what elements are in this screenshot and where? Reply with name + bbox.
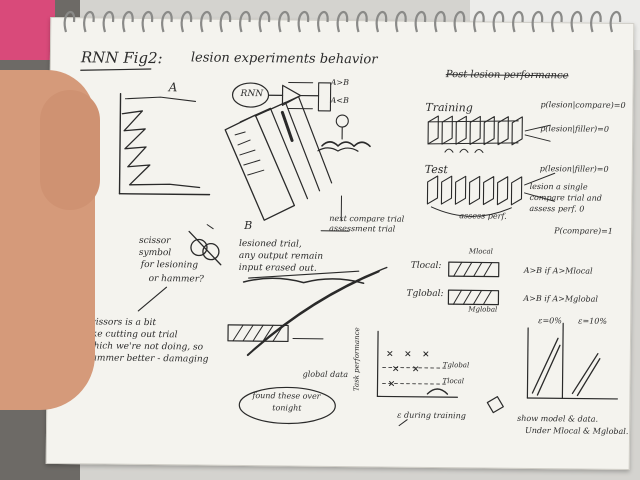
rule-local: A>B if A>Mlocal [523,265,593,276]
spiral-binding [63,10,622,33]
scissors-long-4: hammer better - damaging [85,353,209,365]
output-remain: any output remain [238,250,324,262]
binding-ring [395,10,407,33]
task-performance-axis: Task performance [352,327,362,392]
lesion-note-3: assess perf. 0 [529,203,585,214]
t-global-small: Tglobal [442,361,470,370]
lesion-note-1: lesion a single [529,181,588,192]
binding-ring [473,10,485,33]
binding-ring [356,10,368,33]
input-erased: input erased out. [238,262,317,274]
rnn-label: RNN [240,88,264,100]
m-global-label: Mglobal [468,305,498,314]
hammer-note: or hammer? [148,273,204,285]
global-data-note: global data [302,369,349,380]
lesioned-trial: lesioned trial, [238,238,302,250]
binding-ring [102,10,115,33]
binding-ring [512,10,524,33]
label-a: A [168,80,178,95]
scissors-long-1: scissors is a bit [86,317,157,329]
page-subtitle: lesion experiments behavior [190,50,378,68]
binding-ring [297,10,310,33]
sketch-drawings [80,68,618,427]
t-global-label: Tglobal: [406,288,444,300]
found-these-note: found these over [252,391,321,401]
epsilon-ten: ε=10% [578,316,608,326]
scissor-note-3: for lesioning [140,259,199,271]
binding-ring [317,10,329,33]
binding-ring [590,10,602,33]
a-gt-b-label: A>B [330,77,350,88]
binding-ring [161,10,173,33]
a-lt-b-label: A<B [330,95,349,106]
binding-rings [63,10,622,33]
scissor-note-1: scissor [138,235,171,247]
crossed-out-heading: Post lesion performance [445,69,569,82]
pink-object [0,0,55,60]
p-compare: P(compare)=1 [554,226,613,236]
binding-ring [551,10,563,33]
binding-ring [258,10,271,33]
assessment-trial: assessment trial [329,223,396,234]
rule-global: A>B if A>Mglobal [523,293,599,304]
binding-ring [570,10,583,33]
scissors-long-3: which we're not doing, so [85,341,204,353]
thumb [40,90,100,210]
label-b: B [244,218,253,233]
scissors-long-2: like cutting out trial [85,329,178,341]
binding-ring [141,10,154,33]
t-local-small: Tlocal [442,377,465,386]
m-local-label: Mlocal [468,247,493,256]
next-compare-trial: next compare trial [329,213,405,224]
binding-ring [200,10,212,33]
binding-ring [434,10,446,33]
page-title: RNN Fig2: [80,48,163,68]
epsilon-axis-label: ε during training [397,410,466,421]
under-mlocal-note: Under Mlocal & Mglobal. [525,425,629,437]
binding-ring [414,10,427,33]
binding-ring [63,10,76,33]
binding-ring [336,10,349,33]
scissor-note-2: symbol [138,247,172,259]
binding-ring [219,10,232,33]
epsilon-zero: ε=0% [538,316,562,326]
binding-ring [531,10,544,33]
binding-ring [492,10,505,33]
binding-ring [239,10,251,33]
notebook-page: RNN Fig2: lesion experiments behavior A … [45,16,635,471]
binding-ring [453,10,466,33]
binding-ring [609,10,622,33]
binding-ring [122,10,134,33]
lesion-note-2: compare trial and [529,192,602,203]
binding-ring [278,10,290,33]
p-lesion-filler-test: p(lesion|filler)=0 [539,164,609,174]
binding-ring [83,10,95,33]
p-lesion-filler-train: p(lesion|filler)=0 [540,124,610,134]
training-label: Training [425,100,473,115]
p-lesion-compare: p(lesion|compare)=0 [540,100,626,110]
test-label: Test [424,162,448,177]
t-local-label: Tlocal: [410,260,442,272]
binding-ring [180,10,193,33]
show-model-note: show model & data. [517,413,599,424]
tonight-note: tonight [272,403,302,413]
assess-perf: assess perf. [459,211,507,221]
binding-ring [375,10,388,33]
